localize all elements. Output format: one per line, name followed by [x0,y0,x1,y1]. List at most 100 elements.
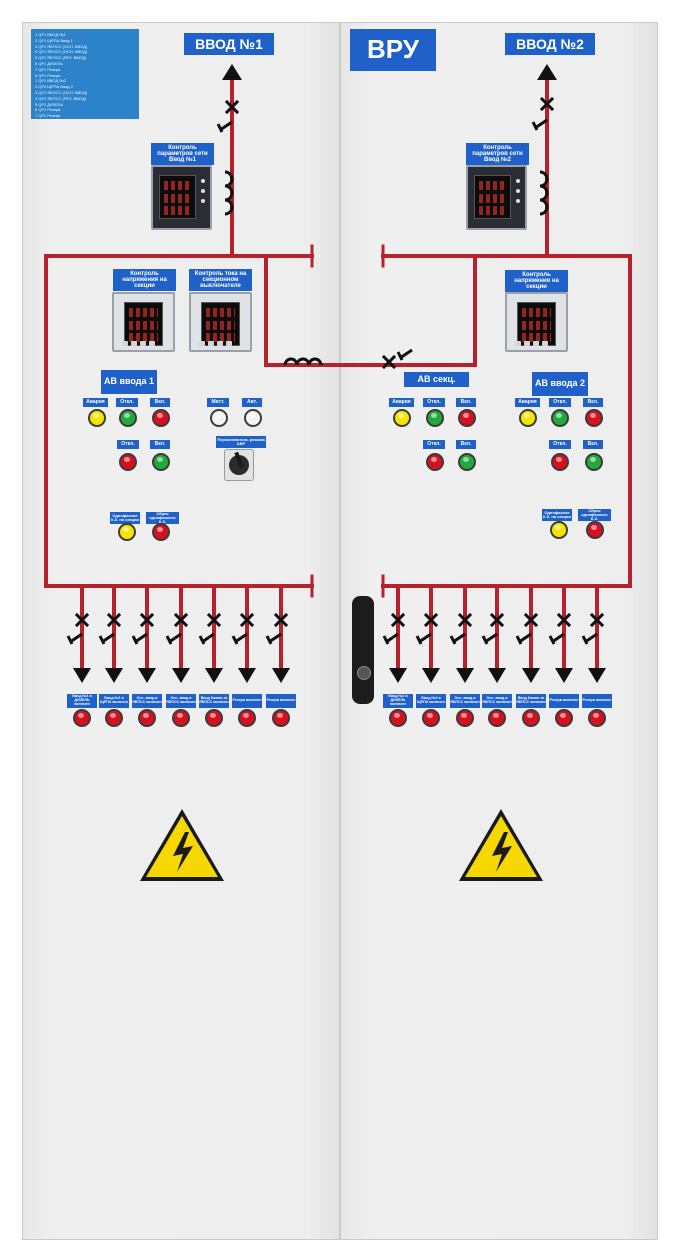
circuit-breaker-icon [66,632,83,645]
label-current-section-breaker: Контроль тока на секционном выключателе [189,269,252,291]
bus-line [239,612,255,628]
circuit-breaker-icon [581,632,598,645]
button-on-right[interactable] [585,453,603,471]
current-transformer-icon [224,170,234,216]
label-on-section-2: Вкл. [456,440,476,449]
circuit-breaker-icon [198,632,215,645]
bus-line [556,612,572,628]
output-arrow-icon [105,668,123,683]
sticker-line: 2 QF2 ЩРПА Ввод 2 [35,84,73,90]
label-off-left-2: Откл. [117,440,139,449]
output-arrow-icon [205,668,223,683]
button-on-section[interactable] [458,453,476,471]
circuit-breaker-icon [231,632,248,645]
bus-line [173,612,189,628]
bus-line [390,612,406,628]
label-alarm-right: Авария [515,398,540,407]
bus-line [224,99,240,115]
bus-line [206,612,222,628]
bus-line [523,612,539,628]
lamp-off-section [426,409,444,427]
bus-line [539,96,555,112]
label-av-input-2: АВ ввода 2 [532,372,588,396]
label-on-left-2: Вкл. [150,440,170,449]
button-off-right[interactable] [551,453,569,471]
output-arrow-icon [522,668,540,683]
output-arrow-icon [588,668,606,683]
network-meter-input-2 [466,165,527,230]
circuit-breaker-icon [98,632,115,645]
sticker-line: 4 QF2 ЯБПСС (РЕЗ. ВВОД) [35,95,86,101]
sticker-line: 5 QF1 ЯБПСС (РЕЗ. ВВОД) [35,55,86,61]
label-on-section: Вкл. [456,398,476,407]
button-reset-right[interactable] [586,521,604,539]
label-alarm-left: Авария [83,398,108,407]
bus-line [423,612,439,628]
lightning-warning-icon [459,809,543,881]
voltmeter-section-right [505,292,568,352]
circuit-breaker-icon [515,632,532,645]
label-reset-right: Сброс однофазного К.З. [578,509,611,521]
circuit-breaker-icon [449,632,466,645]
label-av-section: АВ секц. [404,372,469,387]
circuit-breaker-icon [396,348,413,361]
circuit-breaker-icon [382,632,399,645]
output-arrow-icon [537,64,557,80]
lock-cylinder [357,666,371,680]
output-arrow-icon [555,668,573,683]
button-off-section[interactable] [426,453,444,471]
lamp-kz-right [550,521,568,539]
label-on-right: Вкл. [583,398,603,407]
output-arrow-icon [222,64,242,80]
bus-line [139,612,155,628]
lamp-on-left [152,409,170,427]
button-off-left[interactable] [119,453,137,471]
output-arrow-icon [238,668,256,683]
lamp-on-section [458,409,476,427]
output-arrow-icon [456,668,474,683]
label-voltage-section-right: Контроль напряжения на секции [505,270,568,292]
circuit-breaker-icon [216,120,233,133]
sticker-line: 4 QF1 ЯБПСС (ОСН. ВВОД) [35,49,88,55]
label-feeder-left-6: Резерв включен [232,694,262,708]
lamp-feeder-right-7 [588,709,606,727]
mode-switch-icon[interactable] [224,449,254,481]
bus-line [589,612,605,628]
lamp-feeder-right-6 [555,709,573,727]
label-off-right: Откл. [549,398,571,407]
lamp-feeder-right-3 [456,709,474,727]
sticker-line: 8 QF1 Резерв [35,72,61,78]
label-feeder-right-5: Ввод Компл-та ЯБПСС включен [516,694,546,708]
output-arrow-icon [488,668,506,683]
label-voltage-section-left: Контроль напряжения на секции [113,269,176,291]
lamp-feeder-left-5 [205,709,223,727]
label-meter-input-1: Контроль параметров сети Ввод №1 [151,143,214,165]
label-feeder-right-2: Ввод №2 в ЩРПА включен [416,694,446,708]
label-feeder-left-1: Ввод №1 в ДИЗЕЛЬ включен [67,694,97,708]
label-vvod-1: ВВОД №1 [184,33,274,55]
label-feeder-right-1: Ввод №2 в ДИЗЕЛЬ включен [383,694,413,708]
label-feeder-right-7: Резерв включен [582,694,612,708]
button-on-left[interactable] [152,453,170,471]
bus-line [457,612,473,628]
sticker-line: 6 QF2 Резерв [35,107,61,113]
label-on-right-2: Вкл. [583,440,603,449]
bus-line [273,612,289,628]
label-feeder-right-3: Осн. ввод в ЯБПСС включен [450,694,480,708]
lamp-alarm-right [519,409,537,427]
output-arrow-icon [272,668,290,683]
sticker-line: 3 QF2 ЯБПСС (ОСН. ВВОД) [35,89,88,95]
button-reset-left[interactable] [152,523,170,541]
voltmeter-section-left [112,292,175,352]
label-on-left: Вкл. [150,398,170,407]
sticker-line: 2 QF1 ЩРПА Ввод 1 [35,37,73,43]
door-handle-icon[interactable] [352,596,374,704]
circuit-breaker-icon [531,118,548,131]
label-feeder-left-4: Осн. ввод в ЯБПСС включен [166,694,196,708]
label-feeder-right-4: Осн. ввод в ЯБПСС включен [482,694,512,708]
label-av-input-1: АВ ввода 1 [101,370,157,394]
label-vvod-2: ВВОД №2 [505,33,595,55]
lamp-feeder-right-1 [389,709,407,727]
